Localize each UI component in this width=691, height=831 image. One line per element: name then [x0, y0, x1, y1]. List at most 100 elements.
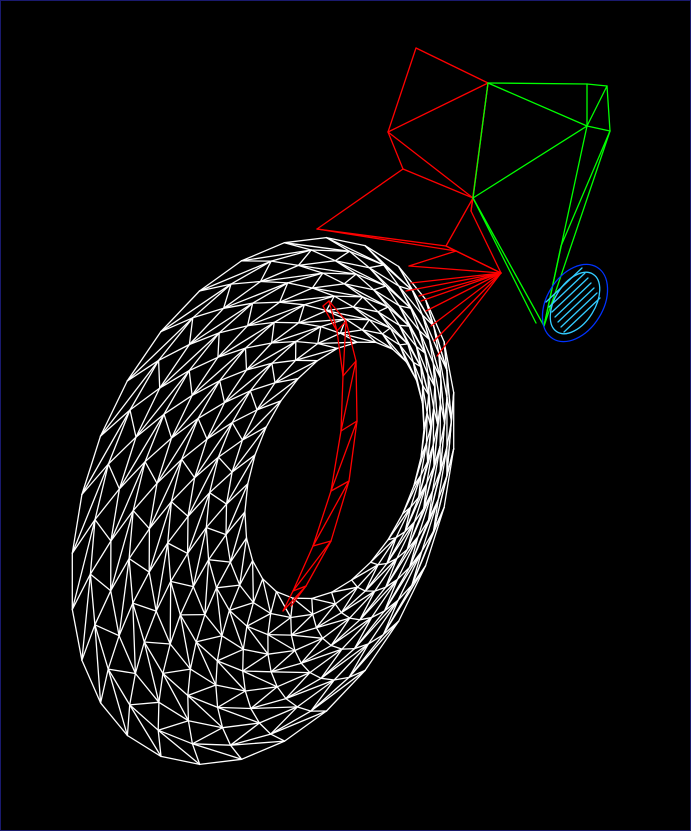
torus-ring-edge: [413, 482, 428, 523]
torus-tri-edge: [244, 690, 252, 710]
rim-strut: [342, 320, 347, 377]
torus-ring-edge: [222, 280, 262, 309]
torus-tri-edge: [198, 283, 232, 292]
torus-ring-edge: [415, 379, 424, 404]
torus-ring-edge: [94, 624, 109, 670]
torus-ring-edge: [426, 426, 432, 463]
rim-strut: [336, 320, 347, 332]
torus-tri-edge: [385, 285, 400, 307]
torus-tri-edge: [334, 260, 387, 287]
torus-ring-edge: [144, 413, 165, 463]
torus-ring-edge: [398, 565, 427, 622]
torus-ring-edge: [417, 490, 434, 538]
torus-tri-edge: [270, 649, 296, 673]
torus-ring-edge: [231, 390, 251, 424]
torus-ring-edge: [408, 325, 426, 354]
rim-strut: [330, 480, 350, 492]
torus-ring-edge: [402, 485, 415, 515]
torus-tri-edge: [399, 343, 409, 346]
red-frame-fan: [433, 272, 502, 342]
torus-tri-edge: [251, 301, 281, 304]
torus-ring-edge: [352, 306, 379, 313]
torus-tri-edge: [134, 641, 145, 675]
torus-ring-edge: [94, 463, 110, 521]
red-frame-fan: [430, 272, 502, 327]
torus-ring-edge: [129, 704, 159, 731]
torus-tri-edge: [433, 385, 436, 409]
torus-ring-edge: [118, 436, 137, 490]
torus-ring-edge: [270, 612, 292, 619]
torus-tri-edge: [155, 542, 169, 612]
torus-tri-edge: [239, 537, 248, 586]
torus-tri-edge: [208, 471, 233, 494]
torus-tri-edge: [217, 439, 244, 458]
torus-tri-edge: [192, 307, 225, 319]
torus-tri-edge: [300, 662, 311, 674]
torus-tri-edge: [229, 740, 286, 746]
torus-tri-edge: [321, 637, 332, 647]
torus-ring-edge: [310, 249, 351, 252]
torus-ring-edge: [411, 289, 435, 327]
torus-tri-edge: [270, 321, 275, 344]
torus-tri-edge: [89, 573, 112, 592]
torus-tri-edge: [169, 580, 172, 645]
torus-ring-edge: [367, 599, 399, 645]
torus-tri-edge: [256, 400, 282, 411]
torus-tri-edge: [239, 560, 254, 586]
torus-ring-edge: [273, 304, 305, 324]
torus-tri-edge: [187, 694, 190, 722]
torus-tri-edge: [334, 250, 351, 262]
torus-tri-edge: [170, 380, 221, 439]
torus-tri-edge: [129, 387, 161, 411]
torus-ring-edge: [356, 564, 379, 588]
torus-tri-edge: [187, 694, 224, 729]
torus-tri-edge: [244, 347, 248, 371]
rim-strut: [340, 420, 358, 432]
torus-tri-edge: [320, 643, 370, 679]
red-frame-edge: [316, 228, 457, 252]
torus-ring-edge: [134, 672, 160, 703]
torus-ring-edge: [311, 283, 345, 289]
torus-tri-edge: [278, 301, 305, 306]
torus-tri-edge: [195, 635, 223, 643]
torus-tri-edge: [437, 474, 448, 501]
torus-tri-edge: [221, 609, 231, 637]
torus-tri-edge: [386, 536, 397, 565]
torus-ring-edge: [320, 318, 347, 328]
torus-tri-edge: [225, 454, 256, 505]
torus-ring-edge: [251, 282, 289, 304]
torus-ring-edge: [99, 702, 129, 737]
torus-tri-edge: [208, 492, 228, 505]
torus-ring-edge: [408, 519, 430, 568]
rim-edge: [345, 320, 357, 362]
torus-tri-edge: [259, 260, 272, 283]
torus-ring-edge: [295, 325, 322, 343]
torus-ring-edge: [186, 552, 194, 588]
torus-ring-edge: [348, 250, 385, 266]
green-frame-edge: [472, 197, 537, 324]
torus-ring-edge: [167, 542, 172, 583]
torus-tri-edge: [187, 684, 217, 697]
rim-edge: [348, 420, 358, 482]
torus-tri-edge: [320, 677, 335, 681]
torus-tri-edge: [129, 701, 160, 706]
torus-tri-edge: [290, 634, 324, 639]
torus-tri-edge: [143, 610, 157, 643]
torus-tri-edge: [225, 483, 249, 505]
torus-ring-edge: [249, 362, 273, 392]
torus-ring-edge: [407, 343, 422, 368]
torus-tri-edge: [191, 380, 221, 397]
torus-ring-edge: [424, 352, 436, 388]
torus-ring-edge: [225, 471, 233, 505]
torus-ring-edge: [256, 382, 276, 411]
torus-tri-edge: [197, 417, 208, 440]
rim-strut: [282, 585, 307, 612]
torus-ring-edge: [415, 345, 429, 376]
blue-feed-hatch: [545, 267, 583, 303]
torus-tri-edge: [107, 436, 137, 465]
torus-ring-edge: [132, 602, 145, 643]
torus-ring-edge: [265, 400, 282, 428]
torus-tri-edge: [157, 720, 190, 731]
torus-tri-edge: [250, 707, 261, 724]
